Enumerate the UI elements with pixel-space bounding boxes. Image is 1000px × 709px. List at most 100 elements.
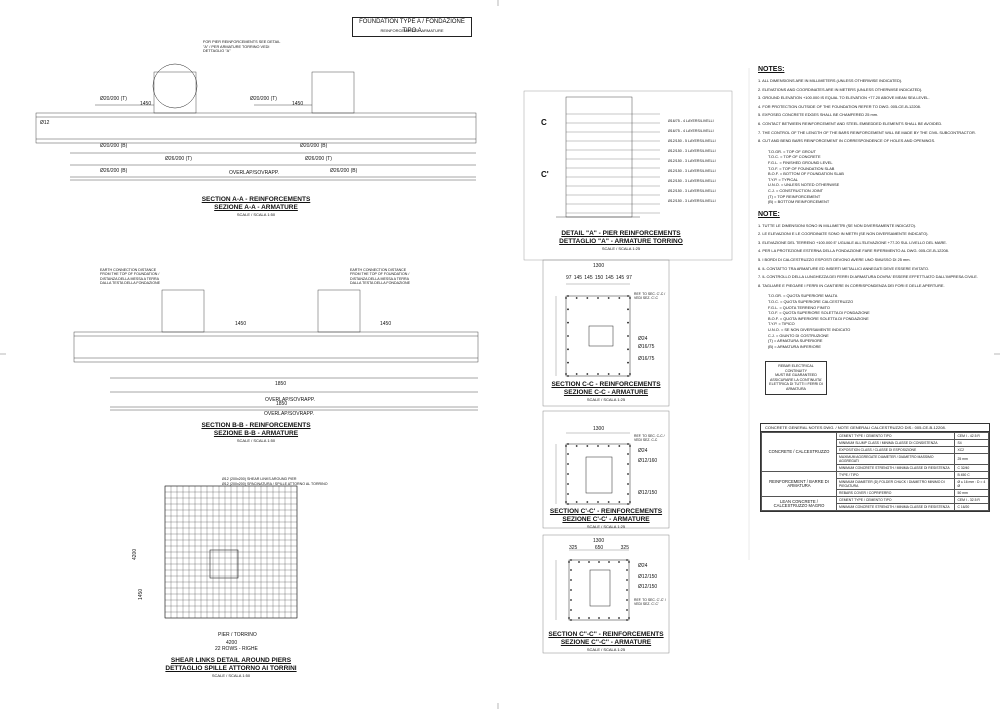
detail-a-label: Ø12/150 - 3 LAYERS/LIVELLI xyxy=(668,189,716,193)
note-item: 5. EXPOSED CONCRETE EDGES SHALL BE CHAMF… xyxy=(758,112,879,118)
rebar-line: REBAR ELECTRICAL CONTINUITY xyxy=(778,364,814,373)
row-value: S4 xyxy=(954,439,989,447)
cc2-dim-total: 1300 xyxy=(593,426,605,432)
row-value: C 16/20 xyxy=(954,503,989,511)
cc2-bar: Ø12/160 xyxy=(638,458,658,464)
row-label: TYPE / TIPO xyxy=(835,471,956,479)
cc-dim-total: 1300 xyxy=(593,263,605,269)
section-bb-title-it: SEZIONE B-B - ARMATURE xyxy=(213,430,299,437)
cc3-dims: 325 650 325 xyxy=(569,545,629,551)
detail-a-c-right: C' xyxy=(541,170,549,179)
abbr-item: B.O.F. = BOTTOM OF FOUNDATION SLAB xyxy=(768,171,844,177)
note-it-item: 4. PER LA PROTEZIONE ESTERNA DELLA FONDA… xyxy=(758,248,949,254)
shear-pier: PIER / TORRINO xyxy=(218,632,257,638)
row-label: MINIMUM CONCRETE STRENGTH / MINIMA CLASS… xyxy=(835,503,956,511)
section-cc-title: SECTION C-C - REINFORCEMENTS xyxy=(551,381,661,388)
cc3-bar: Ø24 xyxy=(638,563,648,569)
cc2-ref: REF. TO SEC. C-C / VEDI SEZ. C-C xyxy=(634,434,665,442)
section-aa-title-it: SEZIONE A-A - ARMATURE xyxy=(214,204,298,211)
aa-bar-b: Ø20/200 (B) xyxy=(100,143,128,149)
cc-dim: 97 xyxy=(566,275,572,281)
bb-overlap-b: OVERLAP/SOVRAPP. xyxy=(264,411,314,417)
abbr-it-item: (B) = ARMATURA INFERIORE xyxy=(768,343,821,349)
row-label: MINIMUM SLUMP CLASS / MINIMA CLASSE DI C… xyxy=(835,439,956,447)
detail-a-c-left: C xyxy=(541,118,547,127)
note-it-item: 2. LE ELEVAZIONI E LE COORDINATE SONO IN… xyxy=(758,231,929,237)
note-it-item: 1. TUTTE LE DIMENSIONI SONO IN MILLIMETR… xyxy=(758,222,917,228)
cc-dims: 97 145 145 150 145 145 97 xyxy=(566,275,632,281)
section-cc-title-it: SEZIONE C-C - ARMATURE xyxy=(563,389,649,396)
row-label: MAXIMUM AGGREGATE DIAMETER / DIAMETRO MA… xyxy=(835,453,956,465)
cc-dim: 145 xyxy=(584,275,593,281)
row-label: CEMENT TYPE / CEMENTO TIPO xyxy=(835,432,956,440)
row-label: REBARS COVER / COPRIFERRO xyxy=(835,489,956,497)
detail-a-label: Ø12/150 - 3 LAYERS/LIVELLI xyxy=(668,179,716,183)
row-label: CEMENT TYPE / CEMENTO TIPO xyxy=(835,496,956,504)
cc3-dim: 325 xyxy=(569,545,578,551)
aa-overlap: OVERLAP/SOVRAPP. xyxy=(229,170,279,176)
note-item: 7. THE CONTROL OF THE LENGTH OF THE BARS… xyxy=(758,129,976,135)
section-cc2-scale: SCALE / SCALA 1:25 xyxy=(586,524,626,529)
shear-links-grid xyxy=(164,485,298,619)
detail-a-label: Ø12/150 - 3 LAYERS/LIVELLI xyxy=(668,199,716,203)
bb-overlap: OVERLAP/SOVRAPP. xyxy=(265,397,315,403)
rebar-line: ELETTRICA DI TUTTI I FERRI DI xyxy=(769,382,823,387)
aa-bar-t: Ø20/200 (T) xyxy=(100,96,127,102)
rebar-line: MUST BE GUARANTEED xyxy=(775,373,817,378)
abbr-it-item: U.N.O. = SE NON DIVERSAMENTE INDICATO xyxy=(768,327,851,332)
notes-heading: NOTES: xyxy=(758,66,785,73)
shear-dim-vert: 4200 xyxy=(132,548,138,560)
section-aa-title: SECTION A-A - REINFORCEMENTS xyxy=(201,196,311,203)
section-aa-scale: SCALE / SCALA 1:50 xyxy=(236,212,276,217)
aa-dim-left: 1450 xyxy=(140,101,152,107)
cc3-dim: 650 xyxy=(594,545,604,551)
note-it-item: 7. IL CONTROLLO DELLA LUNGHEZZA DEI FERR… xyxy=(758,274,978,280)
note-item: 8. CUT AND BEND BARS REINFORCEMENT IN CO… xyxy=(758,138,936,144)
section-cc2-title-it: SEZIONE C'-C' - ARMATURE xyxy=(562,516,650,523)
cc-dim: 150 xyxy=(594,275,604,281)
cc3-ref: REF. TO SEC. C'-C' / VEDI SEZ. C'-C' xyxy=(634,598,666,606)
aa-bar-26t: Ø26/200 (T) xyxy=(165,156,192,162)
detail-a-title: DETAIL "A" - PIER REINFORCEMENTS xyxy=(561,230,681,237)
cc-bar: Ø24 xyxy=(638,336,648,342)
abbr-item: U.N.O. = UNLESS NOTED OTHERWISE xyxy=(768,182,840,188)
detail-a-label: Ø12/150 - 5 LAYERS/LIVELLI xyxy=(668,139,716,143)
abbr-it-item: T.O.C. = QUOTA SUPERIORE CALCESTRUZZO xyxy=(768,299,854,305)
shear-dim-1450: 1450 xyxy=(138,588,144,600)
abbr-item: F.G.L. = FINISHED GROUND LEVEL xyxy=(768,159,833,165)
group-name: REINFORCEMENT / BARRE DI ARMATURA xyxy=(761,471,837,497)
shear-note-1: Ø12 (200x200) SHEAR LINKS AROUND PIER xyxy=(222,477,297,481)
cc-bar: Ø16/75 xyxy=(638,344,655,350)
detail-a-labels: Ø16/75 - 4 LAYERS/LIVELLI Ø16/75 - 4 LAY… xyxy=(668,116,716,206)
note-item: 4. FOR PROTECTION OUTSIDE OF THE FOUNDAT… xyxy=(758,103,921,109)
section-cc-scale: SCALE / SCALA 1:25 xyxy=(586,397,626,402)
row-value: CEM I - 32.5 R xyxy=(954,496,989,504)
rebar-line: ASSICURARE LA CONTINUITA' xyxy=(770,377,822,382)
bb-dim-left: 1450 xyxy=(235,321,247,327)
row-value: Ø ≤ 16 mm : D = 4 Ø xyxy=(954,478,989,490)
detail-a-label: Ø12/150 - 3 LAYERS/LIVELLI xyxy=(668,169,716,173)
cc3-bar: Ø12/150 xyxy=(638,574,658,580)
cc-dim: 145 xyxy=(573,275,583,281)
aa-bar-t2: Ø20/200 (T) xyxy=(250,96,277,102)
note-item: 3. GROUND ELEVATION +100.000 IS EQUAL TO… xyxy=(758,95,930,101)
abbr-item: (B) = BOTTOM REINFORCEMENT xyxy=(768,199,830,205)
abbr-item: T.O.F. = TOP OF FOUNDATION SLAB xyxy=(768,165,835,171)
detail-a-title-it: DETTAGLIO "A" - ARMATURE TORRINO xyxy=(559,238,683,245)
note-it-heading: NOTE: xyxy=(758,210,780,218)
aa-bar-26b: Ø26/200 (B) xyxy=(100,168,128,174)
cc2-bar: Ø12/150 xyxy=(638,490,658,496)
abbr-item: C.J. = CONSTRUCTION JOINT xyxy=(768,187,824,193)
aa-bar-b2: Ø20/200 (B) xyxy=(300,143,328,149)
note-item: 2. ELEVATIONS AND COORDINATES ARE IN MET… xyxy=(758,86,923,92)
row-label: MINIMUM DIAMETER (D) FOLDER CHUCK / DIAM… xyxy=(835,478,956,490)
section-cc2-title: SECTION C'-C' - REINFORCEMENTS xyxy=(549,508,663,515)
pier-note: FOR PIER REINFORCEMENTS SEE DETAIL "A" /… xyxy=(203,40,281,54)
cc3-dim-total: 1300 xyxy=(593,538,605,544)
row-value: XC2 xyxy=(954,446,989,454)
